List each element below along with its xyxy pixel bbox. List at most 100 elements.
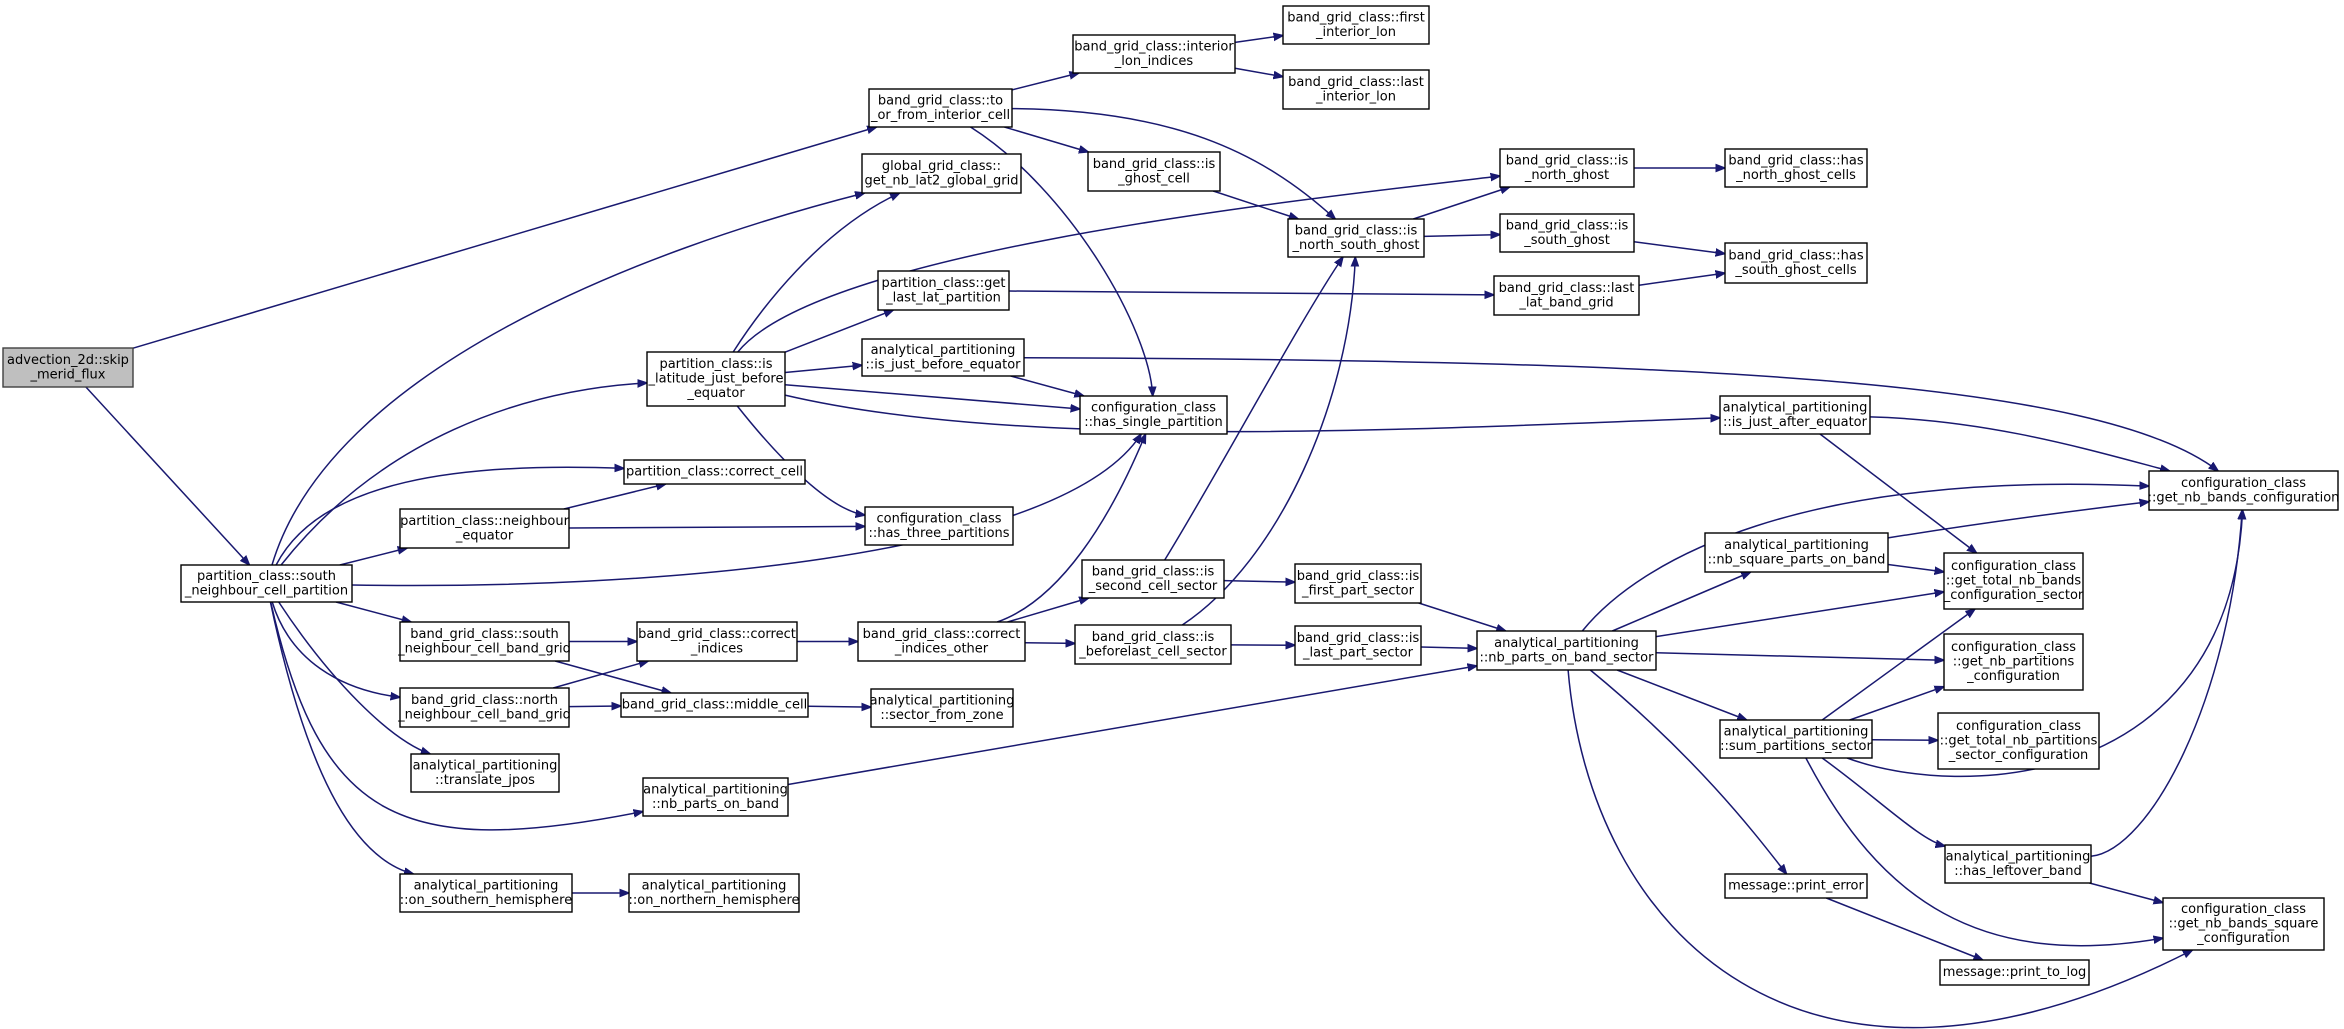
node-box[interactable] [2148,470,2339,511]
node-box[interactable] [1937,712,2100,770]
graph-node-bg_nnb[interactable]: band_grid_class::north_neighbour_cell_ba… [397,687,571,728]
node-box[interactable] [399,621,570,662]
graph-node-bg_iln[interactable]: band_grid_class::interior_lon_indices [1072,34,1236,74]
node-box[interactable] [1939,959,2090,986]
graph-node-pc_snp[interactable]: partition_class::south_neighbour_cell_pa… [180,564,353,603]
graph-node-ap_sfz[interactable]: analytical_partitioning::sector_from_zon… [870,688,1015,728]
node-box[interactable] [642,777,789,817]
graph-node-cc_three[interactable]: configuration_class::has_three_partition… [864,506,1014,546]
graph-node-ap_jbe[interactable]: analytical_partitioning::is_just_before_… [861,338,1025,377]
graph-node-pc_neq[interactable]: partition_class::neighbour_equator [399,508,570,549]
node-label-line: _lon_indices [1114,54,1194,69]
node-box[interactable] [410,753,560,793]
graph-node-bg_sns[interactable]: band_grid_class::south_neighbour_cell_ba… [397,621,571,662]
node-box[interactable] [1294,563,1422,604]
graph-node-gg_nb[interactable]: global_grid_class::get_nb_lat2_global_gr… [861,153,1022,194]
node-box[interactable] [1294,625,1422,666]
node-box[interactable] [399,687,570,728]
node-label-line: ::on_northern_hemisphere [628,893,799,908]
node-box[interactable] [1476,630,1657,671]
graph-node-msg_err[interactable]: message::print_error [1724,873,1868,899]
graph-node-bg_first_lon[interactable]: band_grid_class::first_interior_lon [1282,5,1430,45]
node-box[interactable] [1081,559,1225,599]
graph-node-bg_last_part[interactable]: band_grid_class::is_last_part_sector [1294,625,1422,666]
graph-node-bg_mid[interactable]: band_grid_class::middle_cell [620,692,809,718]
node-box[interactable] [2,347,134,388]
node-box[interactable] [399,873,573,913]
call-edge-ap_nbsq-to-cc_totsec [1887,563,1944,572]
graph-node-ap_nbsq[interactable]: analytical_partitioning::nb_square_parts… [1704,532,1889,573]
node-box[interactable] [620,692,809,718]
node-box[interactable] [1079,395,1228,435]
graph-node-root[interactable]: advection_2d::skip_merid_flux [2,347,134,388]
node-box[interactable] [1943,552,2084,610]
node-box[interactable] [1724,873,1868,899]
node-box[interactable] [857,621,1026,662]
node-box[interactable] [2162,897,2325,951]
node-box[interactable] [861,338,1025,377]
graph-node-cc_single[interactable]: configuration_class::has_single_partitio… [1079,395,1228,435]
node-box[interactable] [877,270,1010,311]
node-box[interactable] [1499,148,1635,188]
graph-node-bg_nsghost[interactable]: band_grid_class::is_north_south_ghost [1287,218,1425,258]
graph-node-bg_2nd[interactable]: band_grid_class::is_second_cell_sector [1081,559,1225,599]
node-box[interactable] [1704,532,1889,573]
node-box[interactable] [1719,719,1873,759]
graph-node-bg_sghost[interactable]: band_grid_class::is_south_ghost [1499,213,1635,253]
node-box[interactable] [623,459,806,485]
graph-node-pc_getlast[interactable]: partition_class::get_last_lat_partition [877,270,1010,311]
node-box[interactable] [646,351,786,407]
node-box[interactable] [1499,213,1635,253]
graph-node-bg_first_part[interactable]: band_grid_class::is_first_part_sector [1294,563,1422,604]
graph-node-pc_correct[interactable]: partition_class::correct_cell [623,459,806,485]
node-box[interactable] [1493,275,1640,316]
node-box[interactable] [1072,34,1236,74]
graph-node-bg_lastlat[interactable]: band_grid_class::last_lat_band_grid [1493,275,1640,316]
graph-node-bg_ci[interactable]: band_grid_class::correct_indices [636,621,798,662]
graph-node-ap_nbpbs[interactable]: analytical_partitioning::nb_parts_on_ban… [1476,630,1657,671]
graph-node-ap_hlb[interactable]: analytical_partitioning::has_leftover_ba… [1944,844,2092,884]
node-box[interactable] [868,88,1013,128]
graph-node-pc_islat[interactable]: partition_class::is_latitude_just_before… [646,351,786,407]
node-box[interactable] [1944,844,2092,884]
graph-node-bg_has_s[interactable]: band_grid_class::has_south_ghost_cells [1724,242,1868,284]
node-box[interactable] [864,506,1014,546]
node-box[interactable] [636,621,798,662]
graph-node-bg_has_n[interactable]: band_grid_class::has_north_ghost_cells [1724,148,1868,188]
graph-node-ap_osh[interactable]: analytical_partitioning::on_southern_hem… [399,873,573,913]
graph-node-cc_nbbands[interactable]: configuration_class::get_nb_bands_config… [2148,470,2340,511]
graph-node-bg_cio[interactable]: band_grid_class::correct_indices_other [857,621,1026,662]
graph-node-ap_onh[interactable]: analytical_partitioning::on_northern_hem… [628,873,800,913]
node-box[interactable] [1724,242,1868,284]
node-box[interactable] [1282,69,1430,110]
node-box[interactable] [180,564,353,603]
graph-node-bg_to[interactable]: band_grid_class::to_or_from_interior_cel… [868,88,1013,128]
node-box[interactable] [870,688,1014,728]
graph-node-ap_nbpb[interactable]: analytical_partitioning::nb_parts_on_ban… [642,777,789,817]
node-box[interactable] [1287,218,1425,258]
node-box[interactable] [399,508,570,549]
node-box[interactable] [628,873,800,913]
node-box[interactable] [1719,395,1871,435]
graph-node-cc_nbpart[interactable]: configuration_class::get_nb_partitions_c… [1943,633,2084,691]
graph-node-ap_sum[interactable]: analytical_partitioning::sum_partitions_… [1719,719,1873,759]
graph-node-bg_last_lon[interactable]: band_grid_class::last_interior_lon [1282,69,1430,110]
graph-node-bg_blast[interactable]: band_grid_class::is_beforelast_cell_sect… [1074,624,1232,665]
node-box[interactable] [1282,5,1430,45]
graph-node-cc_totsec[interactable]: configuration_class::get_total_nb_bands_… [1943,552,2084,610]
call-edge-bg_lastlat-to-bg_has_s [1638,273,1725,286]
node-box[interactable] [1943,633,2084,691]
graph-node-ap_jae[interactable]: analytical_partitioning::is_just_after_e… [1719,395,1871,435]
graph-node-ap_tj[interactable]: analytical_partitioning::translate_jpos [410,753,560,793]
graph-node-bg_isghost[interactable]: band_grid_class::is_ghost_cell [1087,151,1221,192]
graph-node-bg_nghost[interactable]: band_grid_class::is_north_ghost [1499,148,1635,188]
node-box[interactable] [1724,148,1868,188]
graph-node-cc_nbsq[interactable]: configuration_class::get_nb_bands_square… [2162,897,2325,951]
node-box[interactable] [1074,624,1232,665]
node-label-line: _configuration_sector [1943,588,2084,603]
graph-node-msg_log[interactable]: message::print_to_log [1939,959,2090,986]
node-box[interactable] [1087,151,1221,192]
node-box[interactable] [861,153,1022,194]
graph-node-cc_totpart[interactable]: configuration_class::get_total_nb_partit… [1937,712,2100,770]
node-label-line: ::translate_jpos [435,773,535,788]
